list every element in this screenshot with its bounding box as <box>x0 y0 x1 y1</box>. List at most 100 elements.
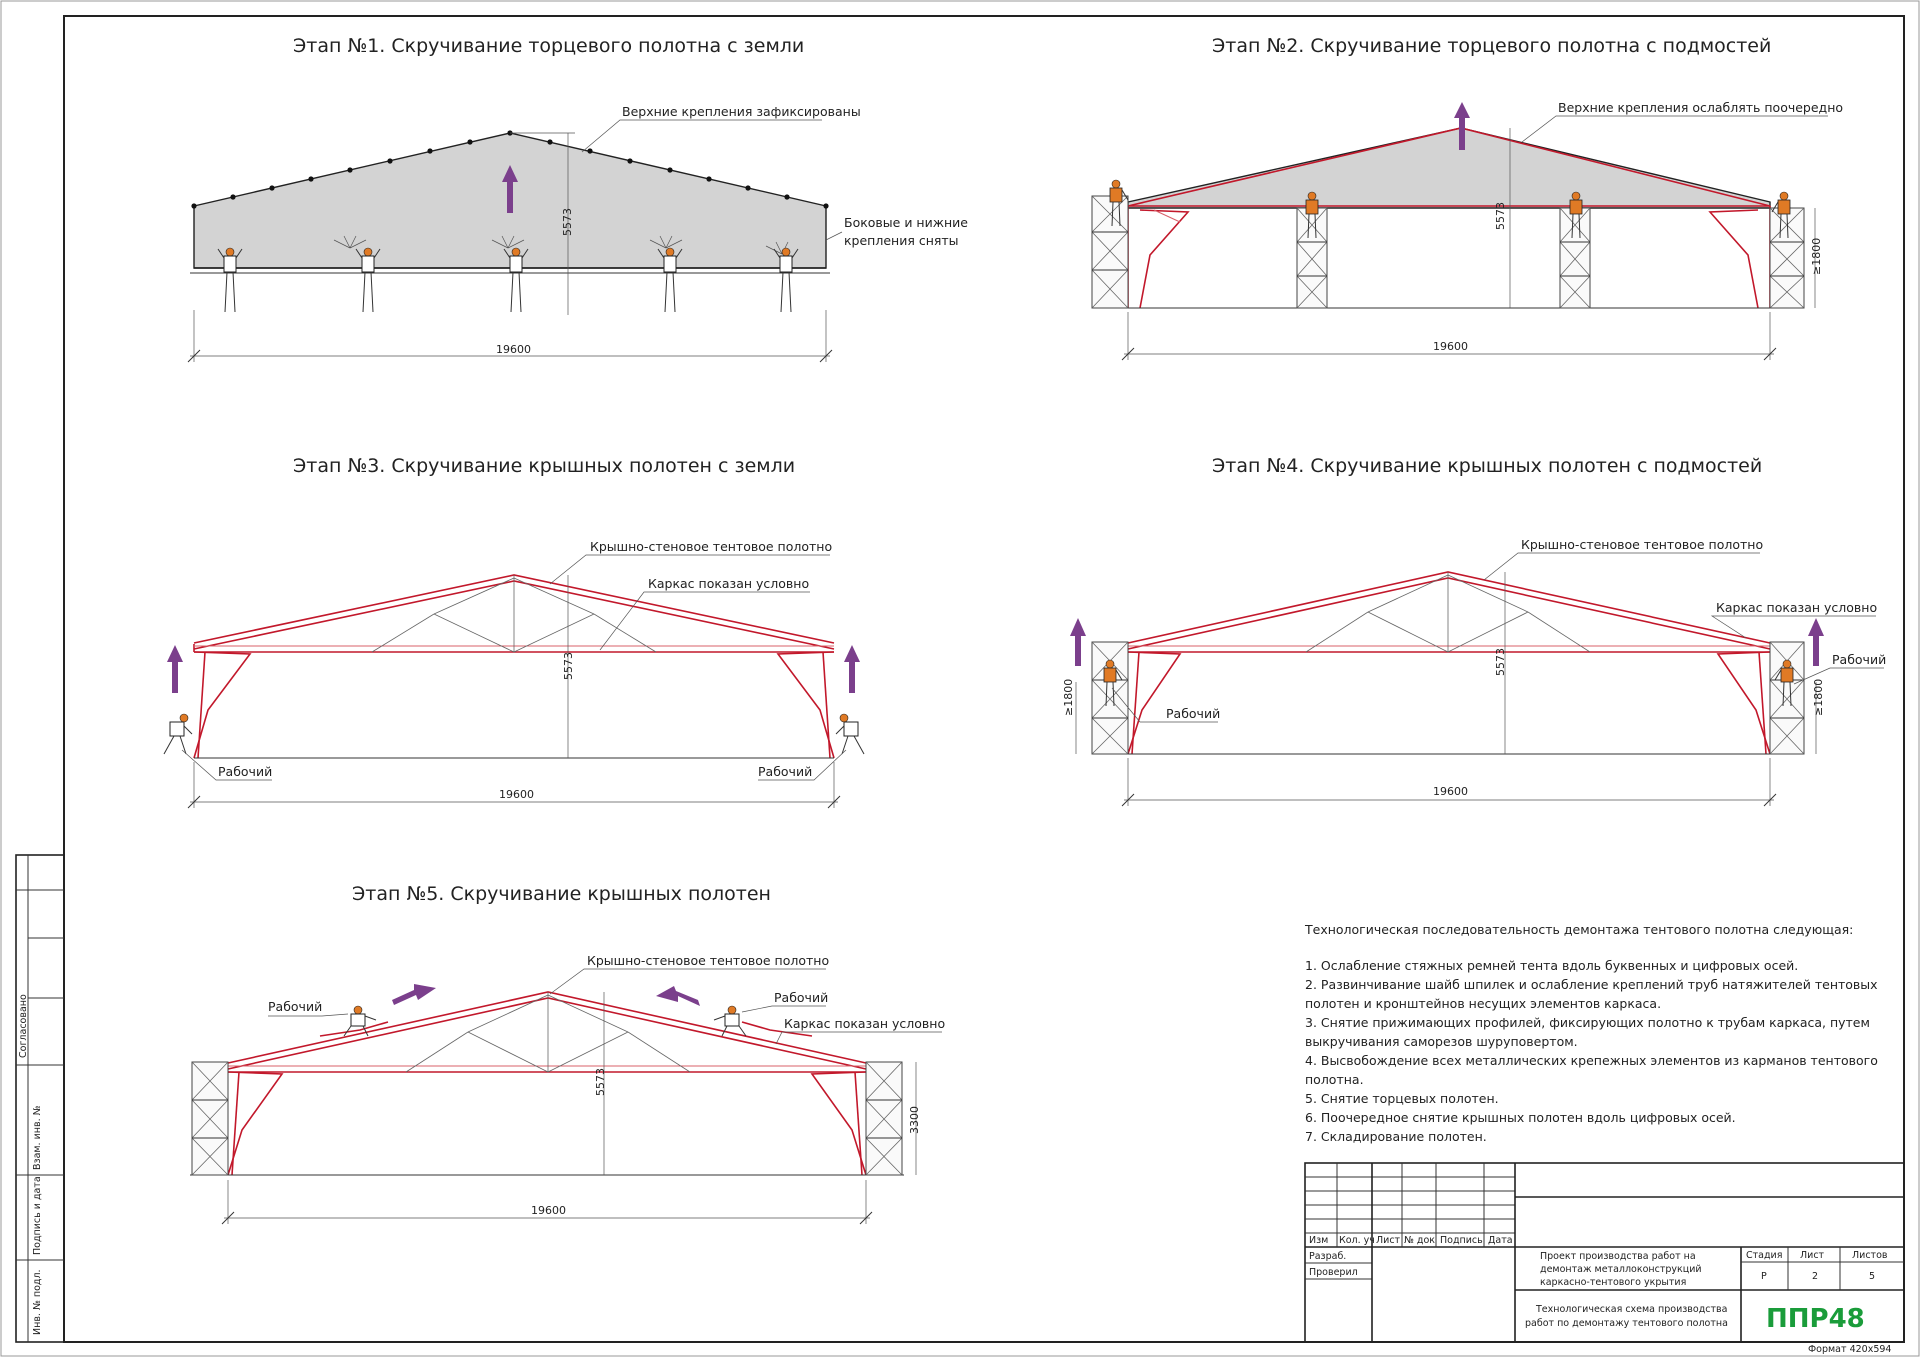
note-line: 4. Высвобождение всех металлических креп… <box>1305 1053 1878 1068</box>
sheets-head: Листов <box>1852 1250 1888 1261</box>
sheets-value: 5 <box>1869 1271 1875 1282</box>
height-dimension: 5573 <box>1494 202 1507 230</box>
worker <box>713 1005 747 1037</box>
col-date: Дата <box>1488 1235 1513 1246</box>
drawing-frame <box>63 15 1905 1343</box>
sheet-title-2: работ по демонтажу тентового полотна <box>1525 1318 1728 1329</box>
stage-3-title: Этап №3. Скручивание крышных полотен с з… <box>293 455 795 477</box>
label-worker-left: Рабочий <box>1166 706 1220 721</box>
note-line: 6. Поочередное снятие крышных полотен вд… <box>1305 1110 1736 1125</box>
stage-head: Стадия <box>1746 1250 1782 1261</box>
worker <box>163 713 193 755</box>
label-roof-wall-tent: Крышно-стеновое тентовое полотно <box>590 539 832 554</box>
span-dimension: 19600 <box>496 343 531 356</box>
scaffold <box>1091 641 1129 755</box>
stage-3: Этап №3. Скручивание крышных полотен с з… <box>163 455 865 809</box>
col-signature: Подпись <box>1440 1235 1483 1246</box>
label-frame-conditional: Каркас показан условно <box>648 576 809 591</box>
stamp-inv-orig: Инв. № подл. <box>32 1269 43 1335</box>
format-label: Формат 420х594 <box>1808 1344 1891 1355</box>
label-frame-conditional: Каркас показан условно <box>1716 600 1877 615</box>
label-worker-left: Рабочий <box>218 764 272 779</box>
label-side-removed-1: Боковые и нижние <box>844 215 968 230</box>
roll-arrow <box>392 984 436 1005</box>
note-line: 3. Снятие прижимающих профилей, фиксирую… <box>1305 1015 1870 1030</box>
span-dimension: 19600 <box>1433 340 1468 353</box>
stage-2: Этап №2. Скручивание торцевого полотна с… <box>1091 35 1843 361</box>
label-frame-conditional: Каркас показан условно <box>784 1016 945 1031</box>
lift-arrow <box>844 645 860 693</box>
scaffold <box>1296 207 1328 309</box>
stamp-agreed: Согласовано <box>18 994 29 1058</box>
col-qty: Кол. уч <box>1339 1235 1375 1246</box>
scaffold <box>1559 207 1591 309</box>
notes-block: Технологическая последовательность демон… <box>1304 922 1878 1144</box>
label-worker-left: Рабочий <box>268 999 322 1014</box>
stage-5: Этап №5. Скручивание крышных полотен <box>190 883 945 1225</box>
lift-arrow <box>502 165 518 213</box>
lift-arrow <box>1808 618 1824 666</box>
col-sheet: Лист <box>1376 1235 1401 1246</box>
span-dimension: 19600 <box>1433 785 1468 798</box>
label-roof-wall-tent: Крышно-стеновое тентовое полотно <box>587 953 829 968</box>
col-doc: № док <box>1404 1235 1435 1246</box>
scaffold-height: 3300 <box>908 1106 921 1134</box>
worker-group <box>217 247 799 313</box>
stage-4-title: Этап №4. Скручивание крышных полотен с п… <box>1212 455 1762 477</box>
worker <box>343 1005 377 1037</box>
scaffold <box>1091 195 1129 309</box>
title-block: Изм Кол. уч Лист № док Подпись Дата Разр… <box>1304 1162 1905 1343</box>
label-roof-wall-tent: Крышно-стеновое тентовое полотно <box>1521 537 1763 552</box>
lift-arrow <box>167 645 183 693</box>
worker-group <box>1109 179 1791 239</box>
sheet-title-1: Технологическая схема производства <box>1535 1304 1727 1315</box>
scaffold-height: ≥1800 <box>1810 238 1823 275</box>
company-logo: ППР48 <box>1766 1304 1865 1334</box>
note-line: полотна. <box>1305 1072 1364 1087</box>
worker <box>835 713 865 755</box>
height-dimension: 5573 <box>594 1068 607 1096</box>
note-line: 7. Складирование полотен. <box>1305 1129 1487 1144</box>
notes-heading: Технологическая последовательность демон… <box>1304 922 1853 937</box>
note-line: 2. Развинчивание шайб шпилек и ослаблени… <box>1305 977 1878 992</box>
height-dimension: 5573 <box>1494 648 1507 676</box>
sheet-head: Лист <box>1800 1250 1825 1261</box>
lift-arrow <box>1454 102 1470 150</box>
stage-1: Этап №1. Скручивание торцевого полотна с… <box>187 35 968 363</box>
stage-2-title: Этап №2. Скручивание торцевого полотна с… <box>1212 35 1771 57</box>
label-worker-right: Рабочий <box>1832 652 1886 667</box>
roll-arrow <box>656 986 700 1006</box>
ridge-fasteners <box>191 130 829 209</box>
scaffold-height-right: ≥1800 <box>1812 679 1825 716</box>
label-worker-right: Рабочий <box>774 990 828 1005</box>
stage-5-title: Этап №5. Скручивание крышных полотен <box>352 883 771 905</box>
note-line: полотен и кронштейнов несущих элементов … <box>1305 996 1661 1011</box>
height-dimension: 5573 <box>562 652 575 680</box>
scaffold <box>865 1061 903 1176</box>
project-line-2: демонтаж металлоконструкций <box>1540 1264 1702 1275</box>
col-change: Изм <box>1309 1235 1328 1246</box>
stage-value: Р <box>1761 1271 1767 1282</box>
worker <box>1103 659 1123 707</box>
label-loosen-top: Верхние крепления ослаблять поочередно <box>1558 100 1843 115</box>
label-top-fixed: Верхние крепления зафиксированы <box>622 104 861 119</box>
row-developed: Разраб. <box>1309 1251 1346 1262</box>
stage-1-title: Этап №1. Скручивание торцевого полотна с… <box>293 35 804 57</box>
span-dimension: 19600 <box>531 1204 566 1217</box>
scaffold <box>1769 641 1805 755</box>
span-dimension: 19600 <box>499 788 534 801</box>
label-worker-right: Рабочий <box>758 764 812 779</box>
row-checked: Проверил <box>1309 1267 1358 1278</box>
scaffold-height-left: ≥1800 <box>1062 679 1075 716</box>
height-dimension: 5573 <box>561 208 574 236</box>
lift-arrow <box>1070 618 1086 666</box>
stamp-sign-date: Подпись и дата <box>32 1176 43 1255</box>
sheet-value: 2 <box>1812 1271 1818 1282</box>
project-line-1: Проект производства работ на <box>1540 1251 1696 1262</box>
project-line-3: каркасно-тентового укрытия <box>1540 1277 1686 1288</box>
note-line: 1. Ослабление стяжных ремней тента вдоль… <box>1305 958 1798 973</box>
worker <box>1774 659 1794 707</box>
end-panel <box>1127 127 1771 209</box>
side-stamp: Согласовано Взам. инв. № Подпись и дата … <box>15 854 65 1343</box>
